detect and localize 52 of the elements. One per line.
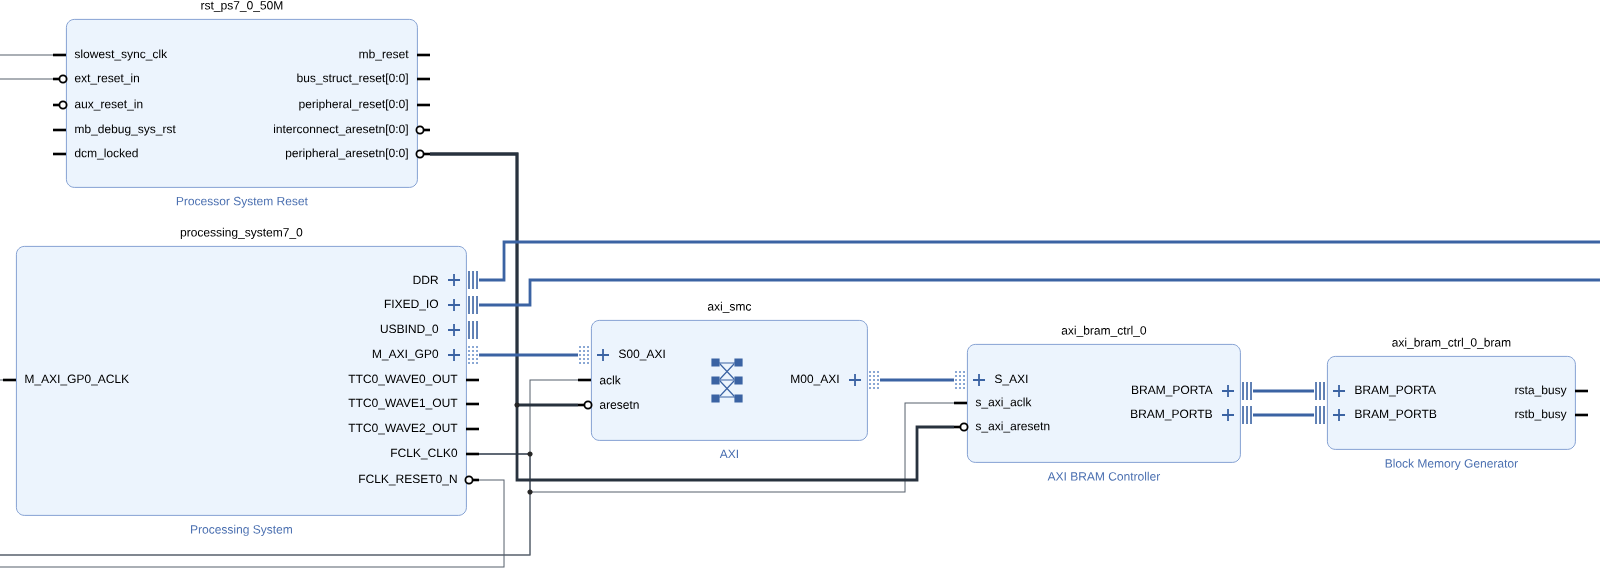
port-label: mb_debug_sys_rst bbox=[75, 124, 176, 136]
wire bbox=[0, 379, 531, 556]
port-label: slowest_sync_clk bbox=[74, 49, 168, 61]
node-label: Block Memory Generator bbox=[1385, 458, 1518, 471]
port-label: s_axi_aresetn bbox=[975, 421, 1050, 433]
port-label: DDR bbox=[413, 275, 439, 285]
wire bbox=[479, 353, 578, 357]
port-label: aresetn bbox=[599, 401, 639, 409]
node-label: AXI bbox=[719, 449, 738, 459]
node-label: Processing System bbox=[191, 524, 292, 537]
port-label: FCLK_CLK0 bbox=[391, 448, 458, 460]
port-label: ext_reset_in bbox=[74, 73, 139, 85]
node-label: axi_smc bbox=[707, 301, 752, 313]
port-label: mb_reset bbox=[359, 49, 409, 61]
port-label: BRAM_PORTB bbox=[1355, 409, 1437, 421]
node-label: axi_bram_ctrl_0 bbox=[1061, 325, 1147, 337]
port-label: FCLK_RESET0_N bbox=[359, 474, 457, 486]
port-label: peripheral_reset[0:0] bbox=[299, 99, 408, 111]
port-label: TTC0_WAVE0_OUT bbox=[348, 374, 458, 386]
port-label: M_AXI_GP0_ACLK bbox=[25, 374, 129, 386]
port-label: BRAM_PORTB bbox=[1131, 409, 1212, 421]
port-label: TTC0_WAVE1_OUT bbox=[348, 398, 458, 410]
port-label: S_AXI bbox=[994, 374, 1028, 386]
node-label: AXI BRAM Controller bbox=[1047, 471, 1161, 481]
node-label: Processor System Reset bbox=[176, 196, 308, 208]
port-label: S00_AXI bbox=[618, 349, 665, 361]
port-label: peripheral_aresetn[0:0] bbox=[286, 148, 408, 160]
wire bbox=[479, 278, 1600, 307]
wire bbox=[430, 152, 954, 482]
port-label: aclk bbox=[599, 375, 621, 385]
node-label: axi_bram_ctrl_0_bram bbox=[1392, 337, 1511, 349]
wire bbox=[880, 378, 954, 382]
port-label: BRAM_PORTA bbox=[1132, 385, 1213, 397]
wire bbox=[1253, 389, 1314, 393]
port-label: M_AXI_GP0 bbox=[372, 349, 439, 361]
wire bbox=[478, 402, 955, 493]
port-label: USBIND_0 bbox=[380, 324, 439, 336]
port-label: aux_reset_in bbox=[74, 99, 143, 111]
wire bbox=[479, 240, 1600, 282]
port-label: TTC0_WAVE2_OUT bbox=[348, 423, 458, 435]
port-label: M00_AXI bbox=[791, 374, 839, 386]
port-label: BRAM_PORTA bbox=[1355, 385, 1436, 397]
port-label: FIXED_IO bbox=[384, 299, 439, 311]
port-label: s_axi_aclk bbox=[975, 397, 1032, 409]
node-label: rst_ps7_0_50M bbox=[201, 1, 283, 12]
port-label: dcm_locked bbox=[74, 148, 138, 160]
node-label: processing_system7_0 bbox=[180, 227, 303, 239]
port-label: rstb_busy bbox=[1515, 409, 1567, 421]
port-label: rsta_busy bbox=[1515, 385, 1567, 397]
wire bbox=[1253, 413, 1314, 417]
port-label: bus_struct_reset[0:0] bbox=[297, 73, 408, 85]
port-label: interconnect_aresetn[0:0] bbox=[274, 124, 408, 136]
